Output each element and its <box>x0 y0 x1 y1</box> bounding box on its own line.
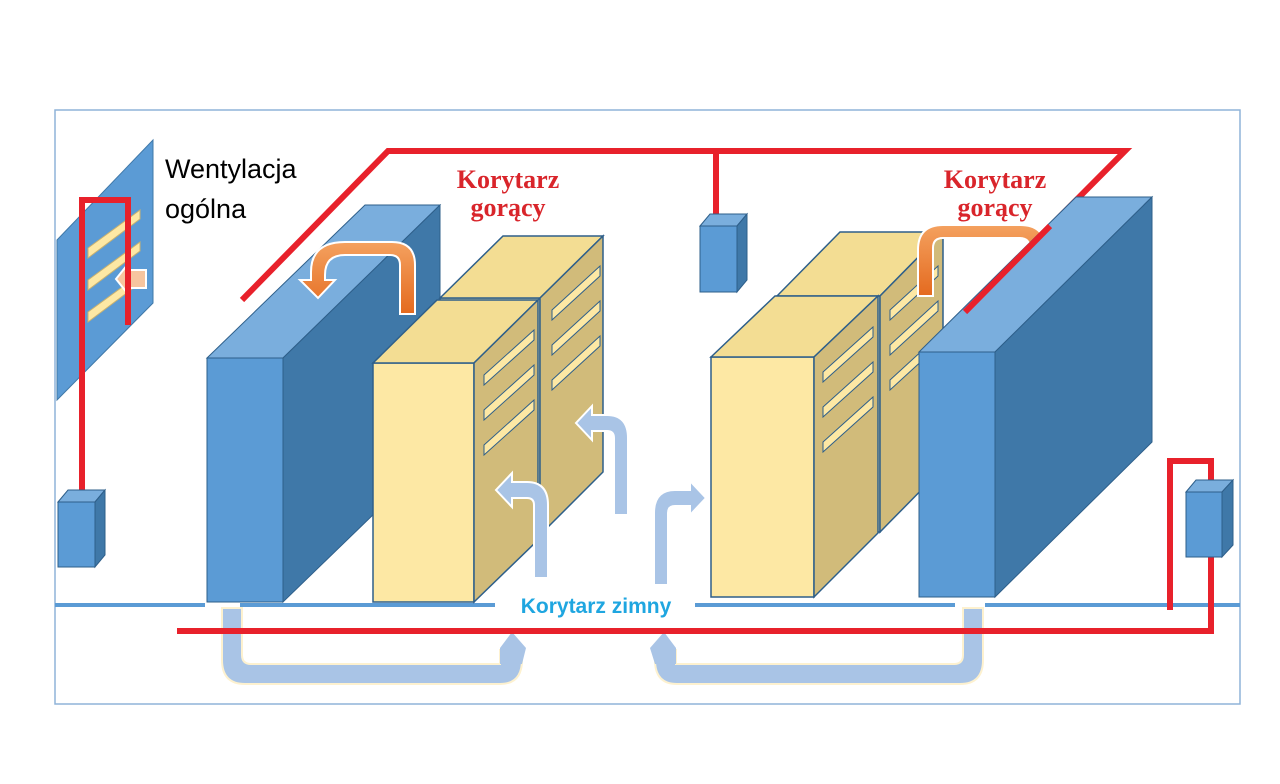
cool-air-arrow-1 <box>494 470 549 579</box>
underfloor-return-arrow-right <box>654 607 984 685</box>
duct-right-loop <box>1167 458 1214 610</box>
underfloor-return-arrow-left <box>221 607 523 685</box>
general-ventilation-label-line1: Wentylacja <box>165 154 298 184</box>
cooling-unit-right <box>917 195 1154 599</box>
wall-sensor-left <box>56 488 107 569</box>
cool-air-arrow-2 <box>574 403 629 516</box>
hot-aisle-left-label-line1: Korytarz <box>457 165 560 194</box>
server-rack-right-front <box>709 294 880 599</box>
wall-sensor-right <box>1184 478 1235 559</box>
general-ventilation-label-line2: ogólna <box>165 194 247 224</box>
underfloor-return-arrow-left-head <box>500 632 526 664</box>
room-frame <box>54 109 1241 705</box>
duct-left-vertical <box>79 197 131 492</box>
hot-aisle-left-label-line2: gorący <box>470 193 545 222</box>
server-rack-left-front <box>371 298 540 604</box>
hot-air-arrow-left <box>297 241 416 315</box>
duct-right-diagonal <box>962 223 1053 315</box>
cold-aisle-label: Korytarz zimny <box>521 595 672 618</box>
ceiling-sensor-center <box>698 212 749 294</box>
hot-aisle-right-label-line2: gorący <box>957 193 1032 222</box>
underfloor-return-arrow-right-head <box>650 632 676 664</box>
cool-air-arrow-3 <box>653 478 708 586</box>
hot-aisle-right-label-line1: Korytarz <box>944 165 1047 194</box>
general-ventilation-grille <box>56 138 154 402</box>
